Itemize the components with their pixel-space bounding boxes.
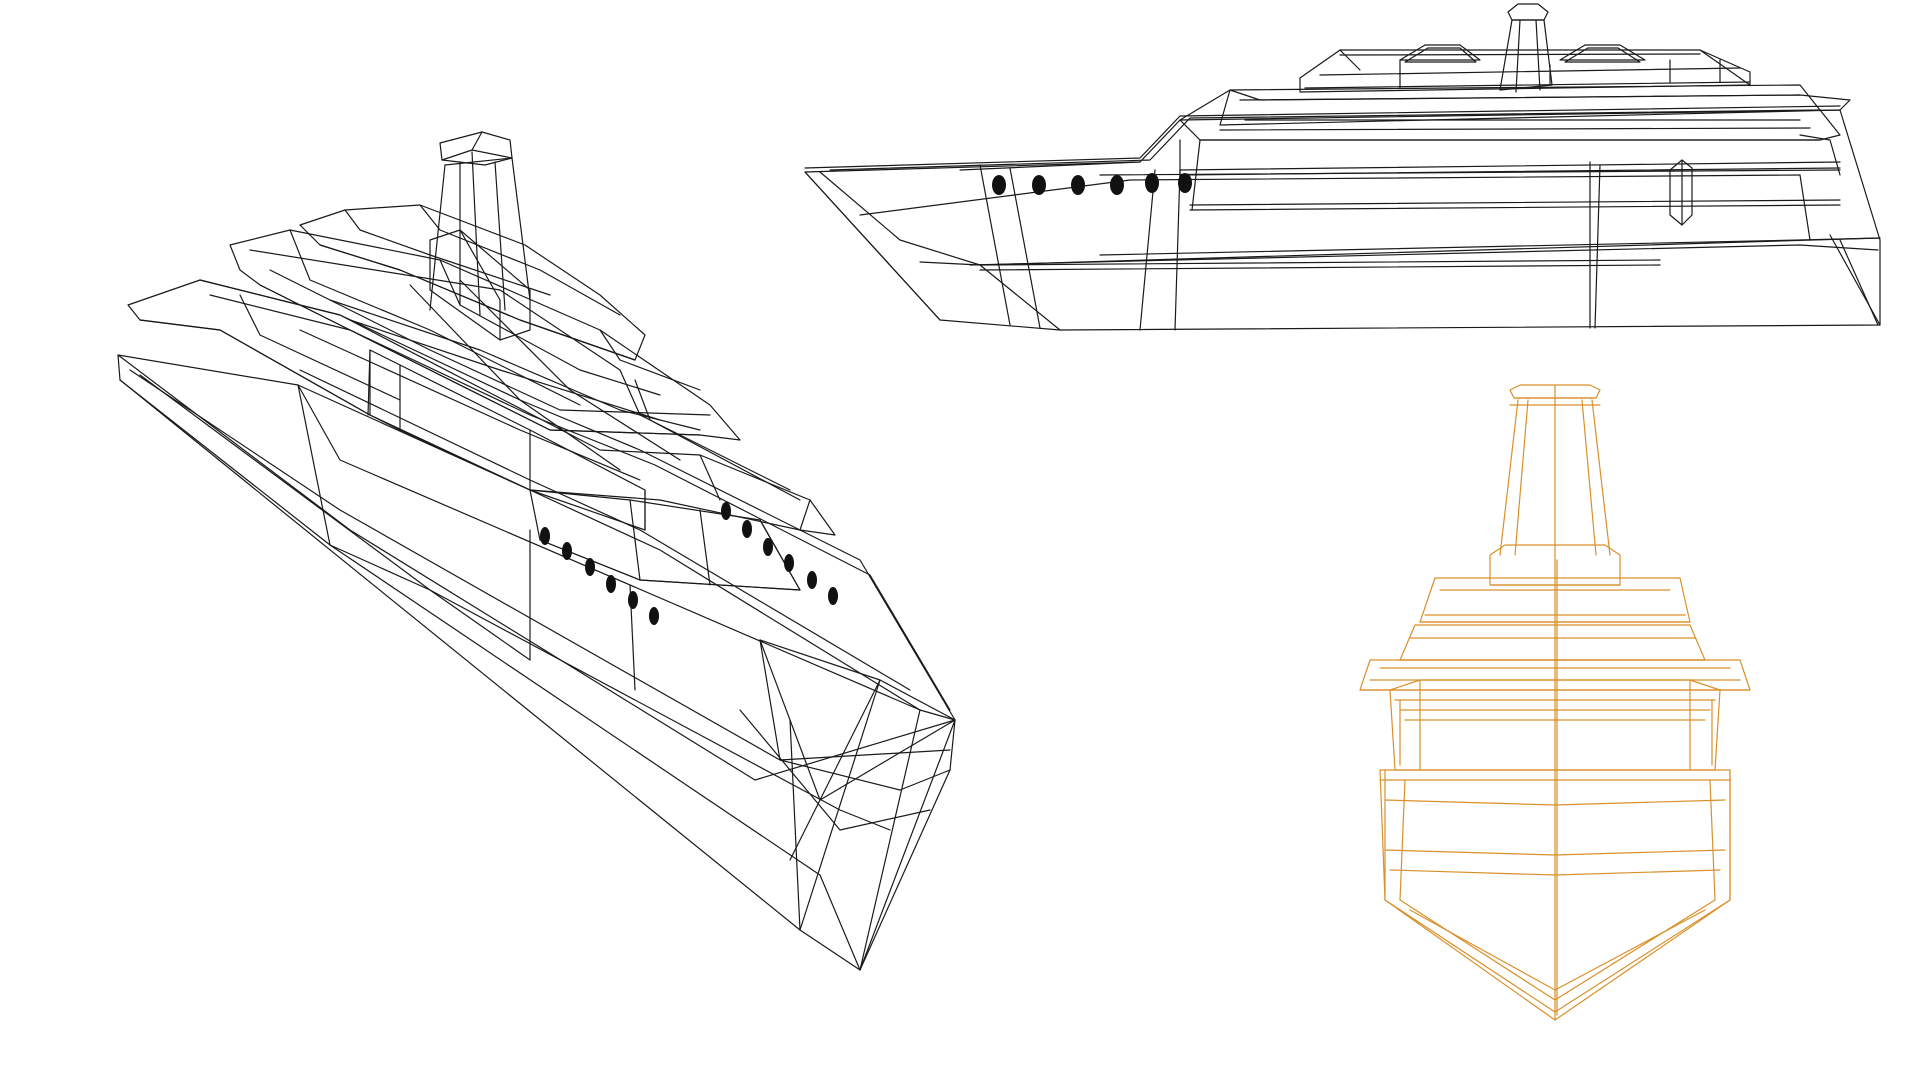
ship-wireframe-perspective-icon bbox=[117, 131, 956, 971]
ship-perspective-view bbox=[100, 70, 960, 971]
ship-wireframe-front-icon bbox=[1359, 384, 1751, 1021]
ship-side-view bbox=[800, 0, 1881, 340]
ship-front-view bbox=[1359, 380, 1751, 1021]
ship-wireframe-side-icon bbox=[804, 3, 1881, 331]
